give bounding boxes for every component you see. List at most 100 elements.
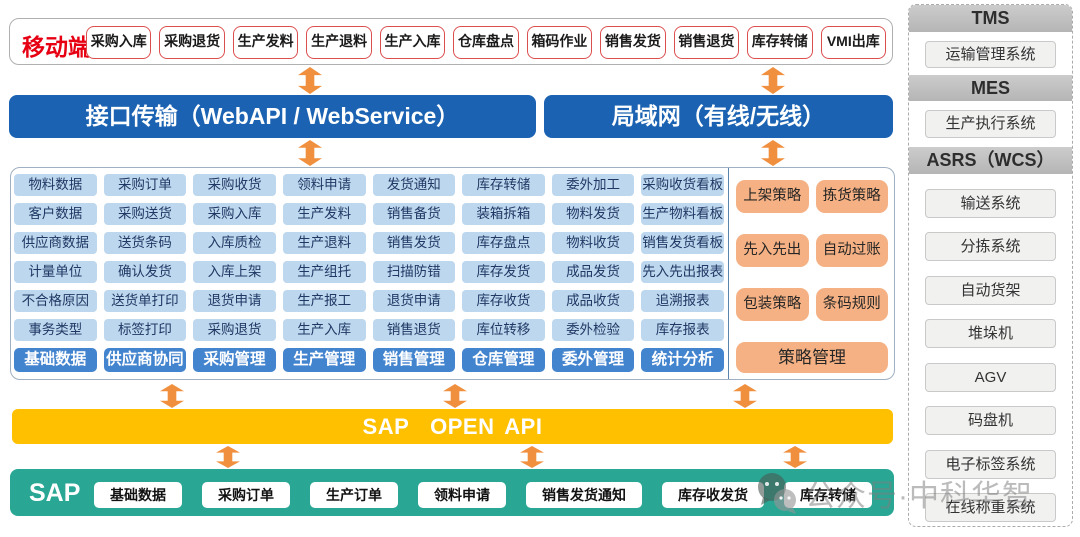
wms-function-box[interactable]: 销售备货 <box>372 202 456 225</box>
asrs-section-header: ASRS（WCS） <box>909 147 1072 174</box>
mobile-function-box[interactable]: 生产入库 <box>379 26 446 59</box>
sap-document-box[interactable]: 销售发货通知 <box>526 482 642 508</box>
wms-function-box[interactable]: 成品收货 <box>551 289 635 312</box>
wms-category-button[interactable]: 供应商协同 <box>103 347 187 372</box>
wms-function-box[interactable]: 计量单位 <box>14 260 97 283</box>
flow-arrow-icon <box>216 446 240 468</box>
wms-function-box[interactable]: 事务类型 <box>14 318 97 341</box>
mobile-function-box[interactable]: 仓库盘点 <box>453 26 519 59</box>
wms-category-button[interactable]: 统计分析 <box>641 347 724 372</box>
mobile-function-box[interactable]: 生产退料 <box>306 26 372 59</box>
mobile-function-box[interactable]: 生产发料 <box>232 26 299 59</box>
wms-function-box[interactable]: 物料数据 <box>14 173 97 196</box>
wms-category-button[interactable]: 销售管理 <box>372 347 456 372</box>
sap-document-box[interactable]: 库存收发货 <box>662 482 764 508</box>
external-system-box[interactable]: 在线称重系统 <box>925 493 1056 522</box>
wms-function-box[interactable]: 生产组托 <box>282 260 366 283</box>
wms-function-box[interactable]: 库存收货 <box>462 289 545 312</box>
strategy-box[interactable]: 包装策略 <box>736 288 809 321</box>
wms-function-box[interactable]: 采购送货 <box>103 202 187 225</box>
wms-function-box[interactable]: 扫描防错 <box>372 260 456 283</box>
wms-function-box[interactable]: 销售发货看板 <box>641 231 724 254</box>
wms-function-box[interactable]: 物料收货 <box>551 231 635 254</box>
mobile-function-box[interactable]: 库存转储 <box>747 26 813 59</box>
strategy-box[interactable]: 拣货策略 <box>815 180 888 213</box>
mobile-function-box[interactable]: 销售发货 <box>600 26 666 59</box>
sap-document-box[interactable]: 采购订单 <box>202 482 290 508</box>
external-system-box[interactable]: 堆垛机 <box>925 319 1056 348</box>
wms-function-box[interactable]: 领料申请 <box>282 173 366 196</box>
strategy-box[interactable]: 上架策略 <box>736 180 809 213</box>
mobile-function-box[interactable]: VMI出库 <box>820 26 886 59</box>
wms-function-box[interactable]: 库存盘点 <box>462 231 545 254</box>
wms-function-box[interactable]: 追溯报表 <box>641 289 724 312</box>
wms-function-box[interactable]: 装箱拆箱 <box>462 202 545 225</box>
wms-function-box[interactable]: 委外加工 <box>551 173 635 196</box>
wms-function-box[interactable]: 生产报工 <box>282 289 366 312</box>
wms-function-box[interactable]: 生产物料看板 <box>641 202 724 225</box>
strategy-divider-line <box>728 168 729 379</box>
wms-category-button[interactable]: 委外管理 <box>551 347 635 372</box>
tms-section-items: 运输管理系统 <box>909 41 1072 68</box>
wms-function-box[interactable]: 委外检验 <box>551 318 635 341</box>
wms-function-box[interactable]: 物料发货 <box>551 202 635 225</box>
strategy-rows: 上架策略 拣货策略 先入先出 自动过账 <box>736 180 888 321</box>
wms-function-box[interactable]: 标签打印 <box>103 318 187 341</box>
wms-function-box[interactable]: 库存发货 <box>462 260 545 283</box>
wms-function-box[interactable]: 销售发货 <box>372 231 456 254</box>
wms-function-box[interactable]: 发货通知 <box>372 173 456 196</box>
wms-function-box[interactable]: 库位转移 <box>462 318 545 341</box>
external-system-box[interactable]: 分拣系统 <box>925 232 1056 261</box>
wms-function-box[interactable]: 成品发货 <box>551 260 635 283</box>
strategy-box[interactable]: 自动过账 <box>815 234 888 267</box>
wms-function-box[interactable]: 不合格原因 <box>14 289 97 312</box>
wms-function-box[interactable]: 采购入库 <box>193 202 276 225</box>
wms-category-button[interactable]: 生产管理 <box>282 347 366 372</box>
lan-band: 局域网（有线/无线） <box>544 95 893 138</box>
wms-function-box[interactable]: 库存转储 <box>462 173 545 196</box>
wms-function-box[interactable]: 退货申请 <box>372 289 456 312</box>
wms-function-box[interactable]: 确认发货 <box>103 260 187 283</box>
wms-category-button[interactable]: 采购管理 <box>193 347 276 372</box>
wms-function-box[interactable]: 采购收货 <box>193 173 276 196</box>
wms-function-box[interactable]: 销售退货 <box>372 318 456 341</box>
strategy-box[interactable]: 条码规则 <box>815 288 888 321</box>
mobile-function-box[interactable]: 采购退货 <box>159 26 225 59</box>
strategy-management-button[interactable]: 策略管理 <box>736 342 888 373</box>
external-system-box[interactable]: AGV <box>925 362 1056 392</box>
wms-category-button[interactable]: 仓库管理 <box>462 347 545 372</box>
wms-function-box[interactable]: 生产入库 <box>282 318 366 341</box>
wms-function-box[interactable]: 入库上架 <box>193 260 276 283</box>
external-system-box[interactable]: 码盘机 <box>925 406 1056 435</box>
flow-arrow-icon <box>298 140 322 166</box>
wms-function-box[interactable]: 生产发料 <box>282 202 366 225</box>
wms-function-box[interactable]: 客户数据 <box>14 202 97 225</box>
mobile-function-box[interactable]: 销售退货 <box>673 26 740 59</box>
external-system-box[interactable]: 自动货架 <box>925 275 1056 305</box>
mobile-terminal-label: 移动端 <box>22 34 91 60</box>
wms-function-box[interactable]: 库存报表 <box>641 318 724 341</box>
wms-function-box[interactable]: 退货申请 <box>193 289 276 312</box>
wms-function-box[interactable]: 送货条码 <box>103 231 187 254</box>
external-system-box[interactable]: 运输管理系统 <box>925 41 1056 68</box>
wms-function-box[interactable]: 采购订单 <box>103 173 187 196</box>
mobile-function-box[interactable]: 采购入库 <box>86 26 152 59</box>
sap-document-box[interactable]: 基础数据 <box>94 482 182 508</box>
mobile-function-box[interactable]: 箱码作业 <box>526 26 593 59</box>
external-system-box[interactable]: 生产执行系统 <box>925 110 1056 138</box>
sap-document-box[interactable]: 领料申请 <box>418 482 506 508</box>
sap-document-box[interactable]: 生产订单 <box>310 482 398 508</box>
wms-function-box[interactable]: 送货单打印 <box>103 289 187 312</box>
wms-function-box[interactable]: 供应商数据 <box>14 231 97 254</box>
wms-function-box[interactable]: 采购退货 <box>193 318 276 341</box>
strategy-box[interactable]: 先入先出 <box>736 234 809 267</box>
external-system-box[interactable]: 电子标签系统 <box>925 449 1056 479</box>
external-system-box[interactable]: 输送系统 <box>925 188 1056 218</box>
sap-document-box[interactable]: 库存转储 <box>784 482 872 508</box>
wms-function-box[interactable]: 入库质检 <box>193 231 276 254</box>
wms-function-box[interactable]: 采购收货看板 <box>641 173 724 196</box>
wms-function-box[interactable]: 生产退料 <box>282 231 366 254</box>
wms-function-box[interactable]: 先入先出报表 <box>641 260 724 283</box>
wms-category-button[interactable]: 基础数据 <box>14 347 97 372</box>
